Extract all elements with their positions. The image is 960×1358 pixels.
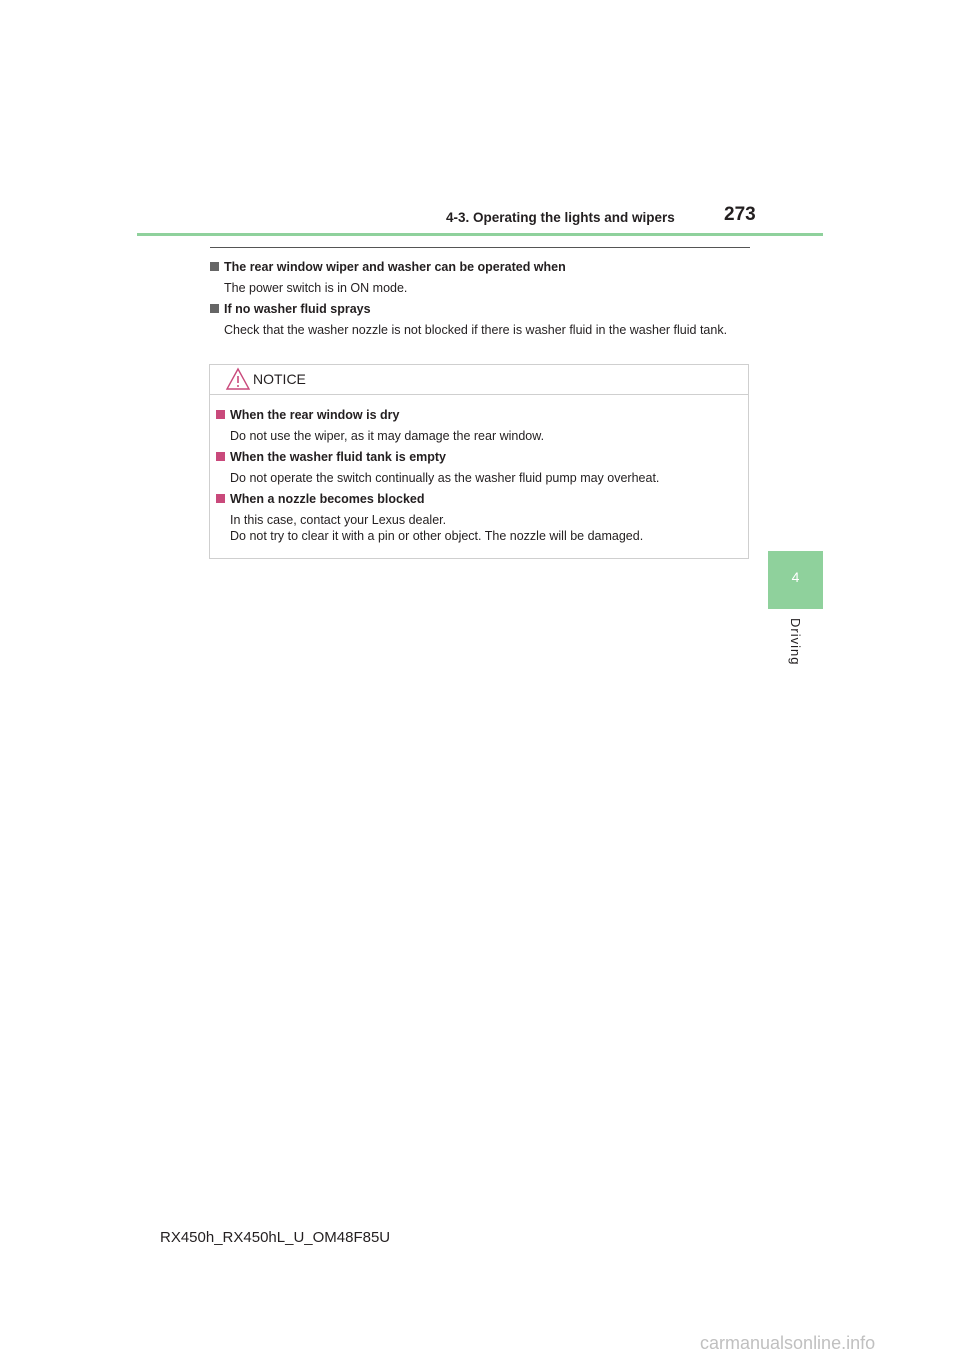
notice-text: In this case, contact your Lexus dealer. <box>230 513 447 527</box>
notice-heading: When the rear window is dry <box>216 407 741 423</box>
notice-item: When a nozzle becomes blocked In this ca… <box>216 491 741 544</box>
notice-heading: When the washer fluid tank is empty <box>216 449 741 465</box>
chapter-number: 4 <box>791 569 800 585</box>
notice-heading: When a nozzle becomes blocked <box>216 491 741 507</box>
info-section: The rear window wiper and washer can be … <box>210 259 750 296</box>
square-bullet-icon <box>216 494 225 503</box>
notice-item: When the rear window is dry Do not use t… <box>216 407 741 444</box>
info-section: If no washer fluid sprays Check that the… <box>210 301 750 338</box>
footer-code: RX450h_RX450hL_U_OM48F85U <box>160 1229 391 1246</box>
notice-item: When the washer fluid tank is empty Do n… <box>216 449 741 486</box>
chapter-tab: 4 <box>768 551 823 609</box>
info-body: The power switch is in ON mode. <box>224 281 408 295</box>
watermark: carmanualsonline.info <box>700 1333 876 1353</box>
square-bullet-icon <box>216 452 225 461</box>
notice-box: NOTICE When the rear window is dry Do no… <box>209 364 749 559</box>
notice-text: Do not use the wiper, as it may damage t… <box>230 429 545 443</box>
notice-body: When the rear window is dry Do not use t… <box>216 407 741 549</box>
header-divider <box>137 233 823 236</box>
content-divider <box>210 247 750 248</box>
chapter-label: Driving <box>788 618 803 666</box>
warning-triangle-icon <box>225 367 251 390</box>
notice-title: NOTICE <box>253 371 306 387</box>
info-heading: If no washer fluid sprays <box>210 301 750 317</box>
square-bullet-icon <box>216 410 225 419</box>
square-bullet-icon <box>210 304 219 313</box>
info-body: Check that the washer nozzle is not bloc… <box>224 323 728 337</box>
square-bullet-icon <box>210 262 219 271</box>
notice-text: Do not operate the switch continually as… <box>230 471 660 485</box>
notice-text: Do not try to clear it with a pin or oth… <box>230 529 644 543</box>
section-title: 4-3. Operating the lights and wipers <box>446 210 675 225</box>
page-number: 273 <box>724 204 756 225</box>
notice-header: NOTICE <box>210 365 748 395</box>
info-heading: The rear window wiper and washer can be … <box>210 259 750 275</box>
